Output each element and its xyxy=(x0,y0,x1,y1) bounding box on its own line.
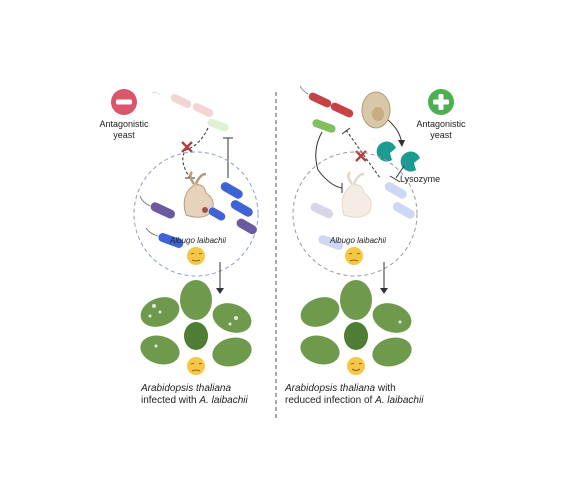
right-pathogen-label: Albugo laibachii xyxy=(330,236,387,245)
lysozyme-icon xyxy=(376,141,420,172)
left-caption: Arabidopsis thaliana infected with A. la… xyxy=(141,383,275,407)
sad-face-icon-right xyxy=(345,247,363,265)
right-caption-suffix: with xyxy=(375,383,396,394)
plus-icon xyxy=(428,89,454,115)
left-caption-prefix: infected with xyxy=(141,395,200,406)
microbiome-circle-right xyxy=(292,151,418,277)
lysozyme-label: Lysozyme xyxy=(400,174,441,184)
right-yeast-label: Antagonistic yeast xyxy=(416,119,466,140)
yeast-cell-icon xyxy=(361,91,391,129)
left-caption-pathogen: A. laibachii xyxy=(199,395,248,406)
left-yeast-label: Antagonistic yeast xyxy=(99,119,149,140)
faded-bacteria-left xyxy=(151,91,229,132)
right-caption-pathogen: A. laibachii xyxy=(375,395,424,406)
bacteria-right-faded xyxy=(310,182,415,250)
arabidopsis-plant-left xyxy=(140,280,252,367)
albugo-cell-left xyxy=(183,171,214,218)
left-caption-species: Arabidopsis thaliana xyxy=(141,383,232,394)
arabidopsis-plant-right xyxy=(300,280,412,367)
minus-icon xyxy=(111,89,137,115)
sad-face-plant-left xyxy=(187,357,205,375)
bacteria-top-right xyxy=(299,85,354,133)
smile-face-plant-right xyxy=(347,357,365,375)
inhibition-line-right xyxy=(315,131,343,189)
sad-face-icon xyxy=(187,247,205,265)
microbiome-circle-left xyxy=(133,151,259,277)
inhibition-x-icon xyxy=(181,141,193,153)
bacteria-left xyxy=(139,182,257,248)
right-caption-species: Arabidopsis thaliana xyxy=(285,383,376,394)
albugo-cell-right xyxy=(341,171,372,218)
right-caption: Arabidopsis thaliana with reduced infect… xyxy=(285,383,445,407)
blocked-arrow xyxy=(182,127,209,179)
left-pathogen-label: Albugo laibachii xyxy=(170,236,227,245)
right-caption-prefix: reduced infection of xyxy=(285,395,376,406)
